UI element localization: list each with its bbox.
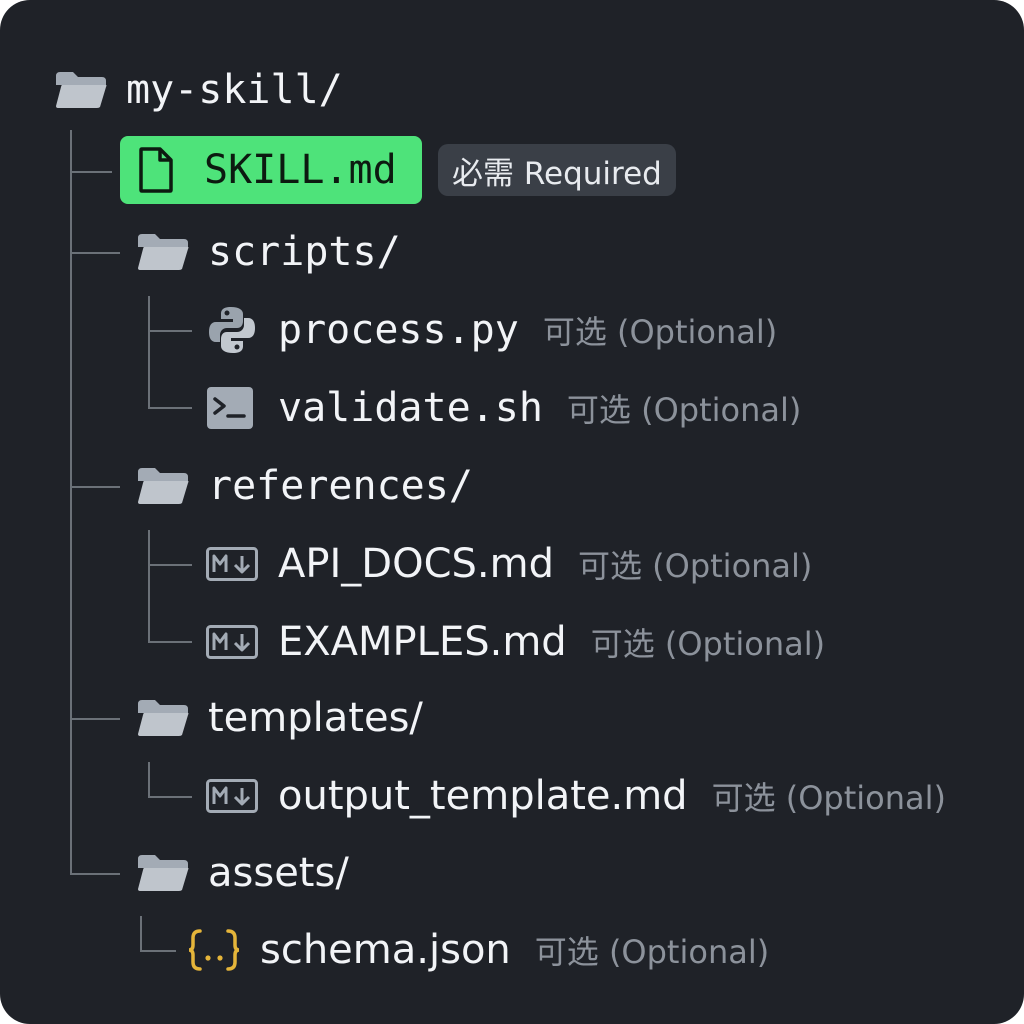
folder-name: my-skill/ [126,67,343,113]
markdown-icon [206,779,258,813]
tree-line-templates [148,762,150,798]
optional-tag: 可选 (Optional) [534,933,770,971]
folder-name: scripts/ [208,229,401,275]
file-name: validate.sh [278,385,543,431]
skill-file-name: SKILL.md [204,147,397,193]
folder-name: references/ [208,463,473,509]
terminal-icon [206,386,254,430]
optional-tag: 可选 (Optional) [577,547,813,585]
optional-tag: 可选 (Optional) [566,391,802,429]
tree-item-folder-scripts[interactable]: scripts/ [136,220,401,284]
required-badge: 必需 Required [438,144,676,196]
optional-tag: 可选 (Optional) [542,313,778,351]
folder-name: templates/ [208,695,423,741]
file-icon [136,146,176,194]
tree-item-file-examples[interactable]: EXAMPLES.md 可选 (Optional) [206,610,825,674]
markdown-icon [206,547,258,581]
folder-name: assets/ [208,850,349,896]
tree-branch [148,564,192,566]
folder-icon [54,70,108,110]
tree-branch [70,252,120,254]
python-icon [206,304,258,356]
tree-branch [148,407,192,409]
tree-branch [70,171,112,173]
tree-branch [140,950,176,952]
file-name: schema.json [260,927,511,973]
optional-tag: 可选 (Optional) [711,779,947,817]
tree-item-file-schema-json[interactable]: schema.json 可选 (Optional) [186,918,769,982]
folder-icon [136,232,190,272]
tree-line-assets [140,916,142,952]
tree-item-file-output-template[interactable]: output_template.md 可选 (Optional) [206,764,946,828]
tree-item-root[interactable]: my-skill/ [54,58,343,122]
tree-item-folder-assets[interactable]: assets/ [136,841,349,905]
tree-branch [70,486,120,488]
tree-item-folder-references[interactable]: references/ [136,454,473,518]
tree-item-file-process-py[interactable]: process.py 可选 (Optional) [206,298,777,362]
tree-branch [148,796,192,798]
json-icon [186,928,242,972]
folder-icon [136,466,190,506]
tree-item-skill-file[interactable]: SKILL.md [136,138,397,202]
tree-branch [70,873,120,875]
tree-item-file-api-docs[interactable]: API_DOCS.md 可选 (Optional) [206,532,812,596]
file-name: API_DOCS.md [278,541,554,587]
folder-icon [136,853,190,893]
markdown-icon [206,625,258,659]
tree-line-root [70,130,72,875]
optional-tag: 可选 (Optional) [590,625,826,663]
tree-line-references [148,530,150,642]
file-name: EXAMPLES.md [278,619,567,665]
file-name: output_template.md [278,773,688,819]
tree-item-file-validate-sh[interactable]: validate.sh 可选 (Optional) [206,376,801,440]
tree-branch [148,641,192,643]
folder-icon [136,698,190,738]
tree-branch [70,718,120,720]
tree-line-scripts [148,296,150,408]
tree-branch [148,330,192,332]
file-name: process.py [278,307,519,353]
tree-item-folder-templates[interactable]: templates/ [136,686,423,750]
